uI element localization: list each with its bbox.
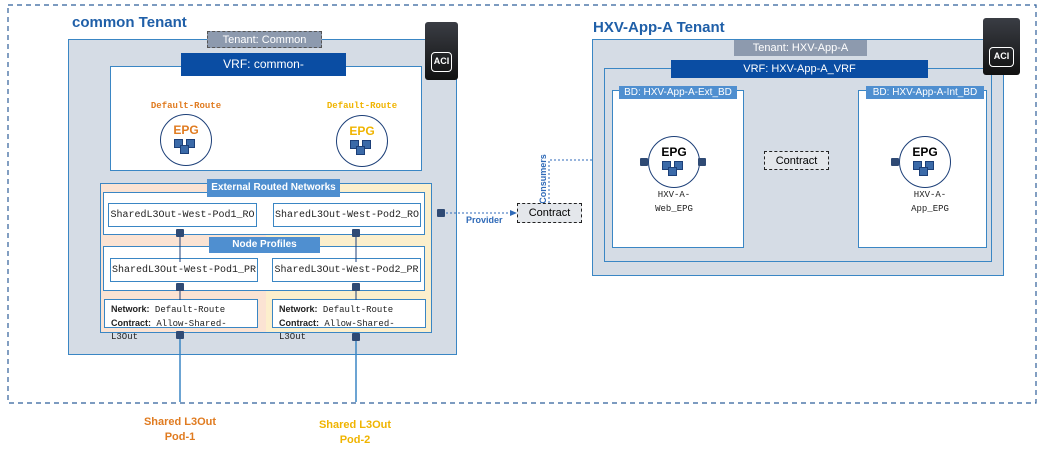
pr-pod1[interactable]: SharedL3Out-West-Pod1_PR [110,258,258,282]
app-tenant-title: HXV-App-A Tenant [593,19,725,36]
connector-square [176,229,184,237]
node-profiles-label: Node Profiles [209,237,320,253]
web-epg[interactable]: EPG [648,136,700,188]
tenant-app-label: Tenant: HXV-App-A [734,40,867,56]
app-epg[interactable]: EPG [899,136,951,188]
common-tenant-title: common Tenant [72,14,187,31]
bd-int-label: BD: HXV-App-A-Int_BD [866,86,984,99]
connector-square [176,331,184,339]
default-route-label-pod2: Default-Route [326,101,398,111]
connector-square [176,283,184,291]
fabric-boundary [7,4,1037,404]
provider-label: Provider [466,215,503,225]
vrf-app-label: VRF: HXV-App-A_VRF [671,60,928,78]
connector-square [352,229,360,237]
network-contract-pod2: Network: Default-Route Contract: Allow-S… [272,299,426,342]
pr-pod2[interactable]: SharedL3Out-West-Pod2_PR [272,258,421,282]
epg-default-route-pod2[interactable]: EPG [336,115,388,167]
app-epg-name: HXV-A-App_EPG [911,190,949,214]
web-epg-provider-port [698,158,706,166]
default-route-label-pod1: Default-Route [150,101,222,111]
connector-square [352,333,360,341]
web-epg-name: HXV-A-Web_EPG [655,190,693,214]
provider-port [437,209,445,217]
ern-label: External Routed Networks [207,179,340,197]
epg-icon [913,161,937,177]
tenant-common-label: Tenant: Common [207,31,322,48]
ro-pod2[interactable]: SharedL3Out-West-Pod2_RO [273,203,421,227]
aci-switch-icon: ACI [425,22,458,80]
ro-pod1[interactable]: SharedL3Out-West-Pod1_RO [108,203,257,227]
connector-square [352,283,360,291]
epg-icon [662,161,686,177]
web-epg-consumer-port [640,158,648,166]
bd-ext-label: BD: HXV-App-A-Ext_BD [619,86,737,99]
aci-switch-icon: ACI [983,18,1020,75]
epg-icon [174,139,198,155]
epg-icon [350,140,374,156]
app-contract[interactable]: Contract [764,151,829,170]
network-contract-pod1: Network: Default-Route Contract: Allow-S… [104,299,258,342]
app-epg-consumer-port [891,158,899,166]
epg-default-route-pod1[interactable]: EPG [160,114,212,166]
shared-contract[interactable]: Contract [517,203,582,223]
consumers-label: Consumers [538,154,548,204]
vrf-common-label: VRF: common-SharedL3Out_VRF [181,53,346,94]
